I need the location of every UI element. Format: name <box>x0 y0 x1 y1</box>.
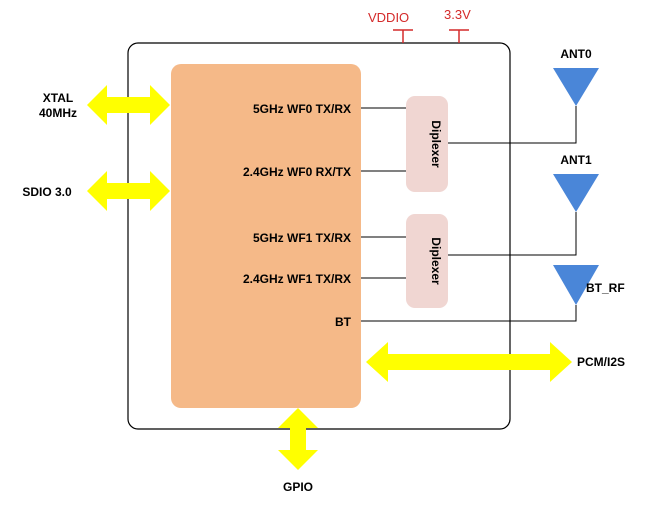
pcm-label: PCM/I2S <box>577 355 625 369</box>
bt-rf-feed-line <box>361 305 577 322</box>
port-wf0-24g-label: 2.4GHz WF0 RX/TX <box>243 165 351 179</box>
diplexer-bottom-label: Diplexer <box>429 237 443 285</box>
pcm-double-arrow-icon <box>366 342 572 382</box>
ant1-label: ANT1 <box>560 153 592 167</box>
xtal-label-line1: XTAL <box>43 91 73 105</box>
gpio-label: GPIO <box>283 480 313 494</box>
vddio-power-symbol: VDDIO <box>368 10 413 43</box>
ant1-antenna-icon <box>553 174 599 212</box>
xtal-double-arrow-icon <box>87 85 170 125</box>
vddio-label: VDDIO <box>368 10 409 25</box>
bt-rf-antenna-icon <box>553 265 599 305</box>
ant0-feed-line <box>448 106 577 144</box>
diplexer-top <box>406 96 448 192</box>
v33-label: 3.3V <box>444 7 471 22</box>
ant1-feed-line <box>448 212 577 256</box>
port-bt-label: BT <box>335 315 352 329</box>
core-block <box>171 64 361 408</box>
ant0-antenna-icon <box>553 68 599 106</box>
v33-power-symbol: 3.3V <box>444 7 471 43</box>
port-wf0-5g-label: 5GHz WF0 TX/RX <box>253 102 351 116</box>
port-wf1-5g-label: 5GHz WF1 TX/RX <box>253 231 351 245</box>
ant0-label: ANT0 <box>560 47 592 61</box>
sdio-label: SDIO 3.0 <box>22 185 72 199</box>
sdio-double-arrow-icon <box>87 171 170 211</box>
port-wf1-24g-label: 2.4GHz WF1 TX/RX <box>243 272 351 286</box>
gpio-double-arrow-icon <box>278 408 318 470</box>
bt-rf-label: BT_RF <box>586 281 625 295</box>
xtal-label-line2: 40MHz <box>39 106 77 120</box>
diplexer-top-label: Diplexer <box>429 120 443 168</box>
diplexer-bottom <box>406 214 448 308</box>
